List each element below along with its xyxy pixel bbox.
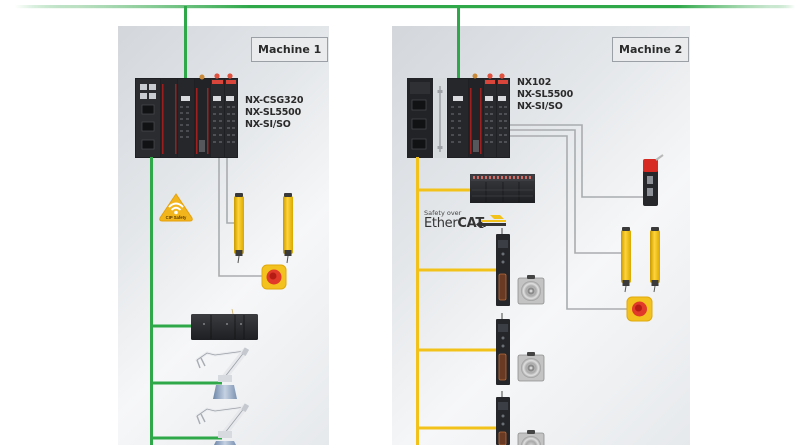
ethercat-logo-subtitle: Safety over xyxy=(424,209,462,217)
controller-model: NX-SI/SO xyxy=(517,101,563,112)
machine-2-emergency-stop-icon xyxy=(626,296,653,322)
ethercat-logo: Safety over EtherCAT. xyxy=(424,209,487,231)
machine-1-light-curtain-icon xyxy=(234,193,293,264)
machine-2-servo-motor-3-icon xyxy=(517,430,545,445)
machine-1-label: Machine 1 xyxy=(251,37,329,62)
top-bus-line xyxy=(15,5,795,9)
controller-model: NX-SL5500 xyxy=(245,107,301,118)
ethernet-port xyxy=(141,104,155,115)
machine-2-io-unit-icon xyxy=(470,174,535,203)
controller-model: NX-CSG320 xyxy=(245,95,304,106)
controller-model: NX-SI/SO xyxy=(245,119,291,130)
wire-to-estop xyxy=(218,158,263,277)
ethernet-port xyxy=(141,139,155,150)
machine-1-controller xyxy=(135,73,238,158)
machine-1-controller-models: NX-CSG320 NX-SL5500 NX-SI/SO xyxy=(245,95,303,131)
controller-model: NX102 xyxy=(517,77,552,88)
ethernet-port xyxy=(411,118,427,130)
machine-1-remote-io-icon xyxy=(191,308,258,340)
ethercat-logo-regular: Ether xyxy=(424,216,458,231)
machine-1-field-bus xyxy=(150,157,222,445)
machine-1-hardwiring xyxy=(218,158,263,277)
ethercat-logo-wordmark: EtherCAT. xyxy=(424,217,487,231)
machine-2-servo-drive-1-icon xyxy=(496,228,510,306)
wire-to-light-curtain xyxy=(226,158,236,224)
cip-safety-text: CIP Safety xyxy=(166,215,187,220)
machine-2-servo-motor-2-icon xyxy=(517,352,545,382)
machine-1-robot-1-icon xyxy=(195,347,250,399)
safety-cpu-unit xyxy=(161,79,177,157)
machine-2-label: Machine 2 xyxy=(612,37,690,62)
bus-drop-machine-1 xyxy=(184,6,187,79)
wire-to-estop xyxy=(510,135,628,310)
machine-2-door-switch-icon xyxy=(643,154,664,206)
machine-2-servo-drive-3-icon xyxy=(496,391,510,445)
machine-2-controller-models: NX102 NX-SL5500 NX-SI/SO xyxy=(517,77,573,113)
ethercat-logo-bold: CAT. xyxy=(457,216,487,231)
machine-2-controller xyxy=(407,73,510,158)
machine-2-servo-motor-1-icon xyxy=(517,275,545,305)
top-network-bus xyxy=(15,5,795,79)
ethernet-port xyxy=(411,99,427,111)
machine-2-hardwiring xyxy=(510,124,643,310)
machine-1-emergency-stop-icon xyxy=(261,264,287,290)
controller-model: NX-SL5500 xyxy=(517,89,573,100)
ethernet-port xyxy=(141,121,155,132)
machine-1-robot-2-icon xyxy=(195,403,250,445)
machine-2-light-curtain-icon xyxy=(621,227,660,293)
bus-drop-machine-2 xyxy=(457,6,460,79)
ethernet-port xyxy=(411,138,427,150)
wire-to-door-switch xyxy=(510,124,643,198)
machine-2-ethercat-bus xyxy=(416,157,497,445)
cip-safety-icon: CIP Safety xyxy=(159,193,193,222)
wire-to-light-curtain xyxy=(510,129,622,254)
ethercat-arrow-icon xyxy=(474,215,506,228)
machine-2-servo-drive-2-icon xyxy=(496,313,510,385)
